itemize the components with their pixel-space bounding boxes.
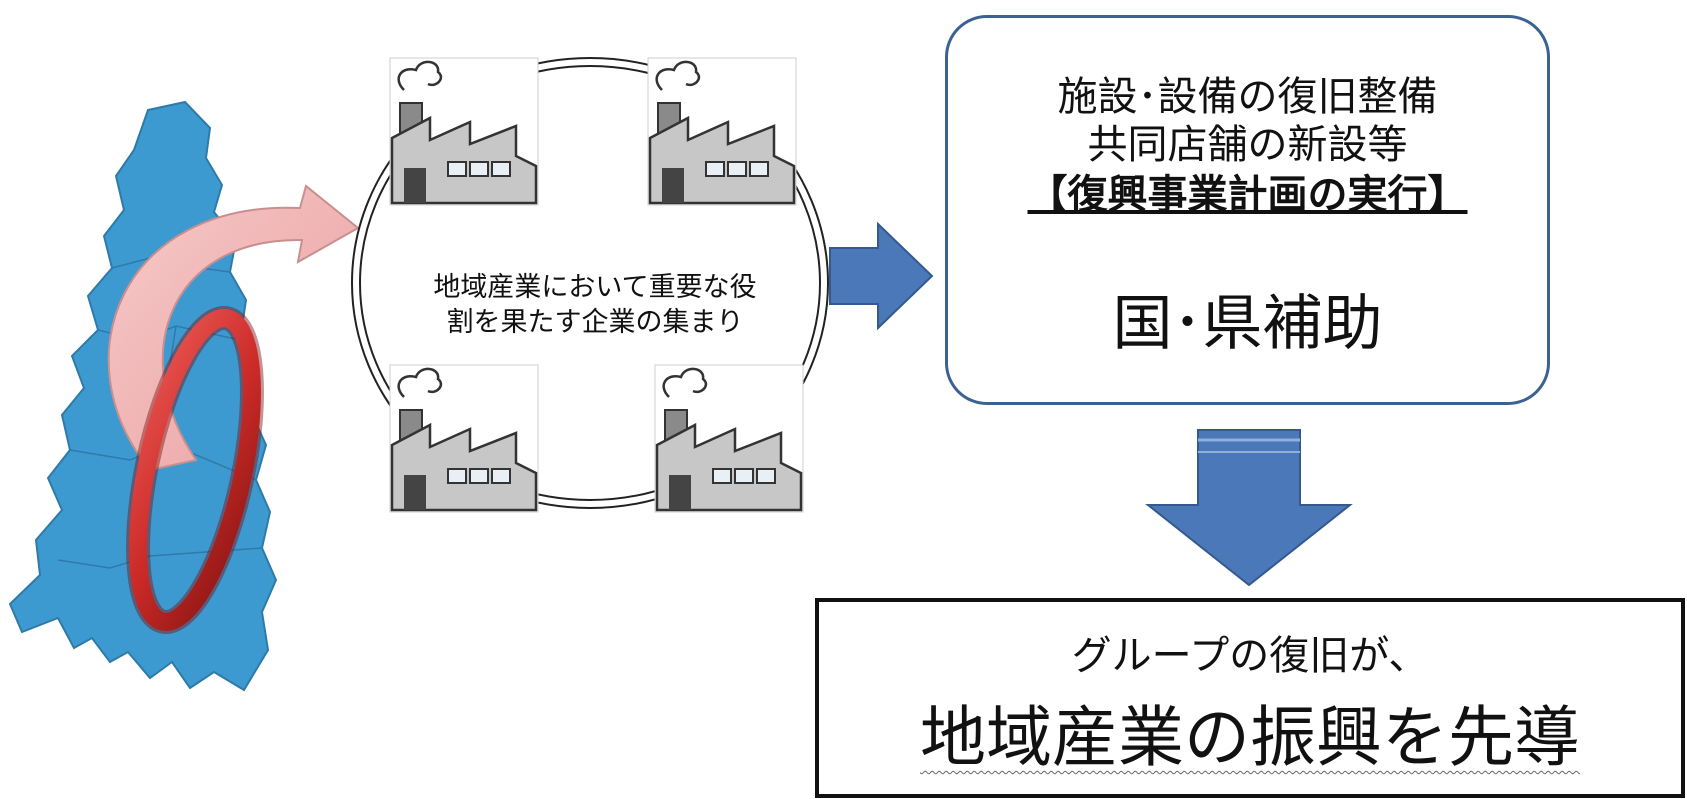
curved-arrow-icon bbox=[107, 184, 360, 472]
cluster-ellipse bbox=[351, 57, 829, 509]
cluster-label: 地域産業において重要な役 割を果たす企業の集まり bbox=[380, 270, 810, 340]
info-line-facility: 施設･設備の復旧整備 bbox=[1057, 74, 1438, 120]
factory-icon bbox=[647, 57, 797, 206]
recovery-plan-box: 施設･設備の復旧整備 共同店舗の新設等 【復興事業計画の実行】 国･県補助 bbox=[945, 15, 1550, 405]
factory-icon bbox=[654, 364, 804, 513]
result-line-1: グループの復旧が、 bbox=[1071, 633, 1429, 679]
cluster-label-line-2: 割を果たす企業の集まり bbox=[446, 307, 744, 338]
info-support-label: 国･県補助 bbox=[1112, 289, 1383, 359]
result-line-2-text: 地域産業の振興を先導 bbox=[920, 699, 1580, 776]
down-arrow-icon bbox=[1145, 429, 1353, 587]
right-arrow-icon bbox=[829, 221, 934, 331]
highlight-ring-icon bbox=[126, 306, 264, 634]
result-line-2: 地域産業の振興を先導 bbox=[819, 699, 1681, 777]
factory-icon bbox=[389, 364, 539, 513]
factory-icon bbox=[389, 57, 539, 206]
info-line-store: 共同店舗の新設等 bbox=[1087, 122, 1408, 168]
info-line-plan: 【復興事業計画の実行】 bbox=[1027, 172, 1468, 218]
result-box: グループの復旧が、 地域産業の振興を先導 bbox=[815, 598, 1685, 798]
cluster-label-line-1: 地域産業において重要な役 bbox=[433, 272, 757, 303]
